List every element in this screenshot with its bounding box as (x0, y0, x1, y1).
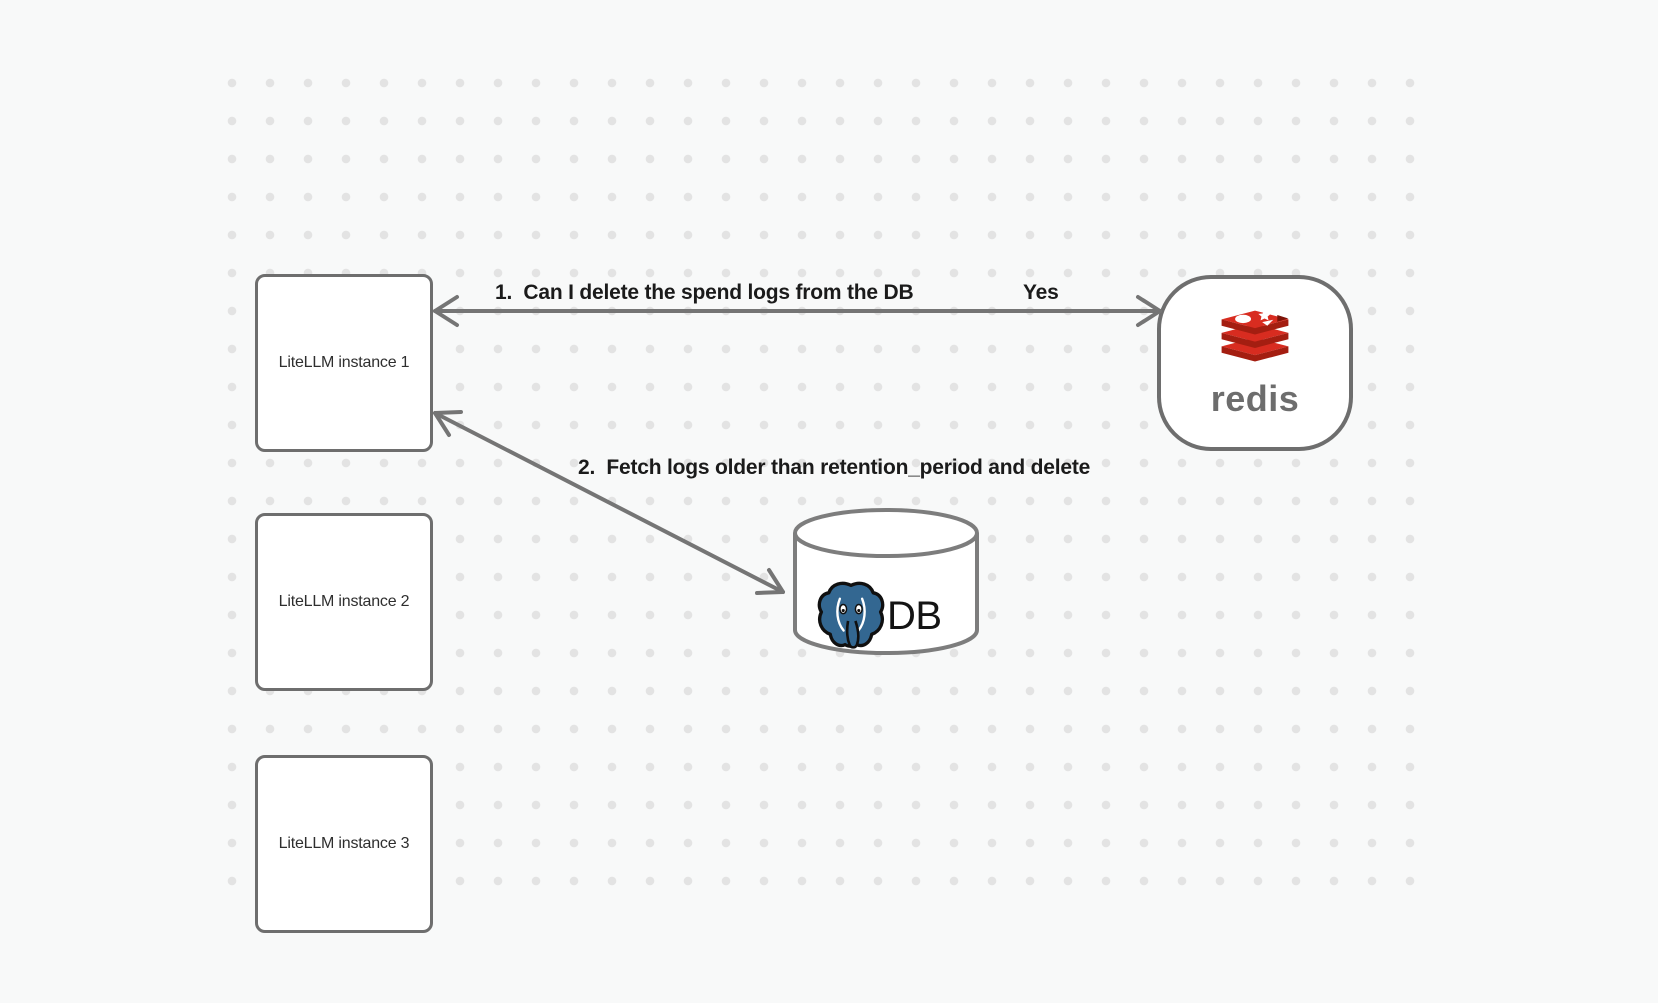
fetch-arrow (433, 410, 785, 595)
query-arrow-label: 1. Can I delete the spend logs from the … (495, 281, 914, 304)
litellm-instance-1-label: LiteLLM instance 1 (278, 354, 410, 371)
database-node: DB (791, 508, 981, 658)
litellm-instance-2-node: LiteLLM instance 2 (255, 513, 433, 691)
litellm-instance-2-label: LiteLLM instance 2 (278, 593, 410, 610)
fetch-arrow-label: 2. Fetch logs older than retention_perio… (578, 456, 1091, 479)
postgresql-logo-icon (817, 581, 885, 649)
redis-wordmark-label: redis (1210, 378, 1300, 419)
redis-logo-icon (1221, 309, 1289, 362)
query-response-label: Yes (1023, 281, 1059, 304)
db-label: DB (887, 594, 942, 638)
litellm-instance-3-label: LiteLLM instance 3 (278, 835, 410, 852)
litellm-instance-1-node: LiteLLM instance 1 (255, 274, 433, 452)
redis-node: redis (1157, 275, 1353, 451)
litellm-instance-3-node: LiteLLM instance 3 (255, 755, 433, 933)
